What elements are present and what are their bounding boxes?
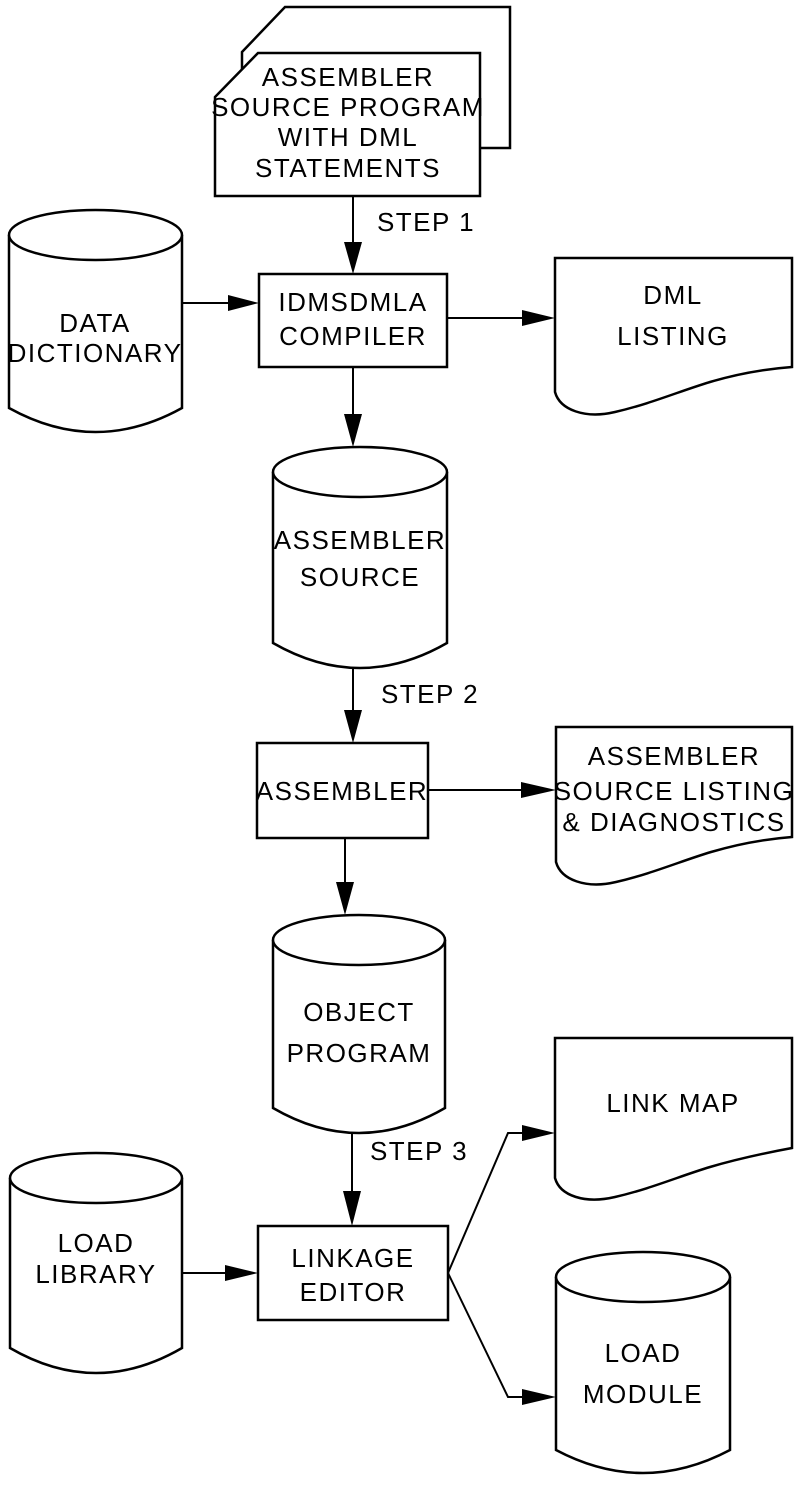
step1-label: STEP 1 [377, 207, 475, 237]
arrowhead-right [522, 310, 555, 326]
data-dictionary-label-line2: DICTIONARY [8, 338, 183, 368]
link-map-label-line1: LINK MAP [606, 1088, 739, 1118]
edge-assembler-to-source-listing [428, 782, 556, 798]
cylinder-top [8, 1151, 184, 1205]
card-front [213, 51, 482, 198]
node-linkage-editor: LINKAGE EDITOR [256, 1224, 450, 1322]
edge-compiler-to-assembler-source [344, 367, 362, 447]
cylinder-body [554, 1277, 732, 1475]
arrowhead-right [228, 295, 259, 311]
edge-object-program-to-linkage-editor: STEP 3 [343, 1133, 468, 1226]
source-program-label-line3: WITH DML [278, 122, 419, 152]
arrowhead-right [521, 782, 556, 798]
node-load-library: LOAD LIBRARY [8, 1151, 184, 1375]
edge-source-program-to-compiler: STEP 1 [344, 196, 475, 274]
arrowhead-right [522, 1125, 555, 1141]
cylinder-top [7, 208, 184, 262]
cylinder-top [271, 913, 447, 967]
node-assembler-source-listing: ASSEMBLER SOURCE LISTING & DIAGNOSTICS [554, 725, 795, 886]
node-object-program: OBJECT PROGRAM [271, 913, 447, 1135]
edge-data-dictionary-to-compiler [182, 295, 259, 311]
document-shape [554, 725, 794, 886]
process-box [255, 741, 430, 840]
load-library-label-line1: LOAD [58, 1228, 135, 1258]
data-dictionary-label-line1: DATA [59, 308, 130, 338]
compiler-label-line1: IDMSDMLA [278, 287, 427, 317]
assembler-source-label-line2: SOURCE [300, 562, 420, 592]
assembler-source-label-line1: ASSEMBLER [274, 525, 446, 555]
document-shape [553, 1036, 794, 1201]
edge-linkage-editor-to-link-map [447, 1125, 555, 1274]
load-module-label-line2: MODULE [583, 1379, 703, 1409]
linkage-editor-label-line2: EDITOR [300, 1277, 407, 1307]
node-source-program: ASSEMBLER SOURCE PROGRAM WITH DML STATEM… [211, 5, 512, 198]
load-module-label-line1: LOAD [605, 1338, 682, 1368]
arrowhead-down [344, 710, 362, 743]
cylinder-body [271, 940, 447, 1135]
arrowhead-down [344, 242, 362, 274]
cylinder-body [7, 235, 184, 434]
cylinder-body [271, 472, 449, 670]
arrowhead-down [344, 414, 362, 447]
assembler-label-line1: ASSEMBLER [256, 776, 428, 806]
cylinder-top [554, 1250, 732, 1304]
source-program-label-line2: SOURCE PROGRAM [211, 92, 485, 122]
node-idmsdmla-compiler: IDMSDMLA COMPILER [257, 272, 449, 369]
source-listing-label-line3: & DIAGNOSTICS [562, 807, 785, 837]
edge-assembler-to-object-program [336, 838, 354, 915]
edge-linkage-editor-to-load-module [447, 1272, 556, 1405]
arrowhead-right [522, 1389, 556, 1405]
compiler-label-line2: COMPILER [279, 321, 427, 351]
edge-assembler-source-to-assembler: STEP 2 [344, 668, 479, 743]
process-box [257, 272, 449, 369]
document-shape [553, 256, 794, 416]
source-program-label-line4: STATEMENTS [255, 153, 441, 183]
step2-label: STEP 2 [381, 679, 479, 709]
node-link-map: LINK MAP [553, 1036, 794, 1201]
dml-listing-label-line1: DML [643, 280, 702, 310]
source-listing-label-line1: ASSEMBLER [588, 741, 760, 771]
cylinder-top [271, 445, 449, 499]
edge-load-library-to-linkage-editor [182, 1265, 258, 1281]
arrowhead-down [343, 1191, 361, 1226]
object-program-label-line1: OBJECT [303, 997, 415, 1027]
node-assembler-source: ASSEMBLER SOURCE [271, 445, 449, 670]
linkage-editor-label-line1: LINKAGE [291, 1243, 414, 1273]
object-program-label-line2: PROGRAM [287, 1038, 432, 1068]
node-load-module: LOAD MODULE [554, 1250, 732, 1475]
source-program-label-line1: ASSEMBLER [262, 62, 434, 92]
arrowhead-down [336, 882, 354, 915]
step3-label: STEP 3 [370, 1136, 468, 1166]
source-listing-label-line2: SOURCE LISTING [554, 776, 795, 806]
node-dml-listing: DML LISTING [553, 256, 794, 416]
process-box [256, 1224, 450, 1322]
dml-listing-label-line2: LISTING [617, 321, 729, 351]
load-library-label-line2: LIBRARY [35, 1259, 156, 1289]
node-assembler: ASSEMBLER [255, 741, 430, 840]
cylinder-body [8, 1178, 184, 1375]
arrowhead-right [225, 1265, 258, 1281]
edge-compiler-to-dml-listing [447, 310, 555, 326]
node-data-dictionary: DATA DICTIONARY [7, 208, 184, 434]
